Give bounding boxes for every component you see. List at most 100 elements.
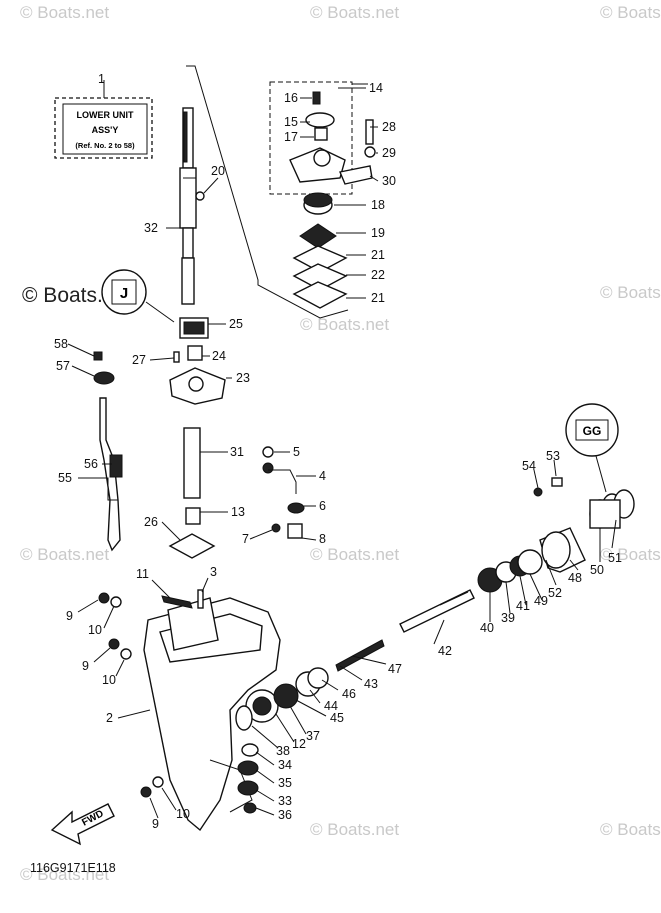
callout-32: 32 bbox=[144, 221, 158, 235]
note-box: LOWER UNIT ASS'Y (Ref. No. 2 to 58) bbox=[54, 80, 153, 159]
callout-17: 17 bbox=[284, 130, 298, 144]
callout-31: 31 bbox=[230, 445, 244, 459]
bearing-housing bbox=[169, 317, 226, 405]
plate-11 bbox=[161, 595, 193, 609]
callout-58: 58 bbox=[54, 337, 68, 351]
callouts: 1 14 16 15 17 28 29 30 20 32 18 19 21 22… bbox=[54, 72, 622, 831]
callout-50: 50 bbox=[590, 563, 604, 577]
callout-55: 55 bbox=[58, 471, 72, 485]
callout-9c: 9 bbox=[152, 817, 159, 831]
callout-46: 46 bbox=[342, 687, 356, 701]
callout-47: 47 bbox=[388, 662, 402, 676]
pump-parts bbox=[289, 91, 376, 309]
callout-30: 30 bbox=[382, 174, 396, 188]
badge-left-text: J bbox=[120, 285, 128, 302]
callout-25: 25 bbox=[229, 317, 243, 331]
pin-20 bbox=[195, 177, 219, 201]
pin-3 bbox=[197, 589, 204, 609]
callout-48: 48 bbox=[568, 571, 582, 585]
callout-13: 13 bbox=[231, 505, 245, 519]
callout-5: 5 bbox=[293, 445, 300, 459]
watermark-text: © Boats.net bbox=[20, 3, 109, 22]
callout-6: 6 bbox=[319, 499, 326, 513]
watermark-text: © Boats.net bbox=[600, 3, 661, 22]
note-line2: ASS'Y bbox=[92, 125, 119, 135]
callout-7: 7 bbox=[242, 532, 249, 546]
callout-56: 56 bbox=[84, 457, 98, 471]
badge-left: J bbox=[101, 269, 175, 323]
callout-11: 11 bbox=[136, 567, 149, 581]
callout-24: 24 bbox=[212, 349, 226, 363]
callout-52: 52 bbox=[548, 586, 562, 600]
watermark-text: © Boats.net bbox=[20, 545, 109, 564]
shift-parts bbox=[93, 351, 123, 552]
callout-44: 44 bbox=[324, 699, 338, 713]
gasket-26 bbox=[168, 533, 216, 559]
badge-right-text: GG bbox=[583, 424, 602, 438]
badge-right: GG bbox=[565, 403, 619, 493]
callout-3: 3 bbox=[210, 565, 217, 579]
callout-33: 33 bbox=[278, 794, 292, 808]
watermark-text: © Boats.net bbox=[600, 545, 661, 564]
callout-28: 28 bbox=[382, 120, 396, 134]
callout-10b: 10 bbox=[102, 673, 116, 687]
screw-9 bbox=[140, 786, 152, 798]
callout-36: 36 bbox=[278, 808, 292, 822]
gears-lower bbox=[235, 667, 329, 814]
watermark-text: © Boats.net bbox=[600, 283, 661, 302]
callout-21a: 21 bbox=[371, 248, 385, 262]
callout-35: 35 bbox=[278, 776, 292, 790]
callout-23: 23 bbox=[236, 371, 250, 385]
callout-29: 29 bbox=[382, 146, 396, 160]
callout-37: 37 bbox=[306, 729, 320, 743]
note-line1: LOWER UNIT bbox=[77, 110, 134, 120]
watermark-text: © Boats.net bbox=[300, 315, 389, 334]
callout-42: 42 bbox=[438, 644, 452, 658]
seal-13 bbox=[185, 507, 201, 525]
callout-20: 20 bbox=[211, 164, 225, 178]
washer-10 bbox=[110, 596, 122, 608]
leader-lines bbox=[67, 87, 617, 819]
callout-51: 51 bbox=[608, 551, 622, 565]
watermark-text: © Boats.net bbox=[310, 820, 399, 839]
callout-38: 38 bbox=[276, 744, 290, 758]
callout-10c: 10 bbox=[176, 807, 190, 821]
callout-10a: 10 bbox=[88, 623, 102, 637]
callout-43: 43 bbox=[364, 677, 378, 691]
callout-4: 4 bbox=[319, 469, 326, 483]
callout-57: 57 bbox=[56, 359, 70, 373]
callout-1: 1 bbox=[98, 72, 105, 86]
callout-14: 14 bbox=[369, 81, 383, 95]
water-tube bbox=[183, 427, 201, 499]
watermark-text: © Boats.net bbox=[310, 3, 399, 22]
callout-49: 49 bbox=[534, 594, 548, 608]
washer-10 bbox=[120, 648, 132, 660]
callout-21b: 21 bbox=[371, 291, 385, 305]
drive-shaft bbox=[179, 107, 197, 305]
watermark-text: © Boats.net bbox=[310, 545, 399, 564]
washer-10 bbox=[152, 776, 164, 788]
screw-9 bbox=[98, 592, 110, 604]
callout-27: 27 bbox=[132, 353, 146, 367]
callout-2: 2 bbox=[106, 711, 113, 725]
tube-seals bbox=[262, 446, 305, 539]
callout-39: 39 bbox=[501, 611, 515, 625]
callout-54: 54 bbox=[522, 459, 536, 473]
callout-34: 34 bbox=[278, 758, 292, 772]
callout-16: 16 bbox=[284, 91, 298, 105]
lower-case bbox=[143, 597, 281, 832]
callout-9a: 9 bbox=[66, 609, 73, 623]
callout-8: 8 bbox=[319, 532, 326, 546]
callout-45: 45 bbox=[330, 711, 344, 725]
watermark-text: © Boats.net bbox=[20, 865, 109, 884]
callout-15: 15 bbox=[284, 115, 298, 129]
callout-26: 26 bbox=[144, 515, 158, 529]
callout-53: 53 bbox=[546, 449, 560, 463]
callout-22: 22 bbox=[371, 268, 385, 282]
prop-shaft-assembly bbox=[335, 477, 635, 672]
watermark-text: © Boats.net bbox=[600, 820, 661, 839]
callout-40: 40 bbox=[480, 621, 494, 635]
screw-9 bbox=[108, 638, 120, 650]
